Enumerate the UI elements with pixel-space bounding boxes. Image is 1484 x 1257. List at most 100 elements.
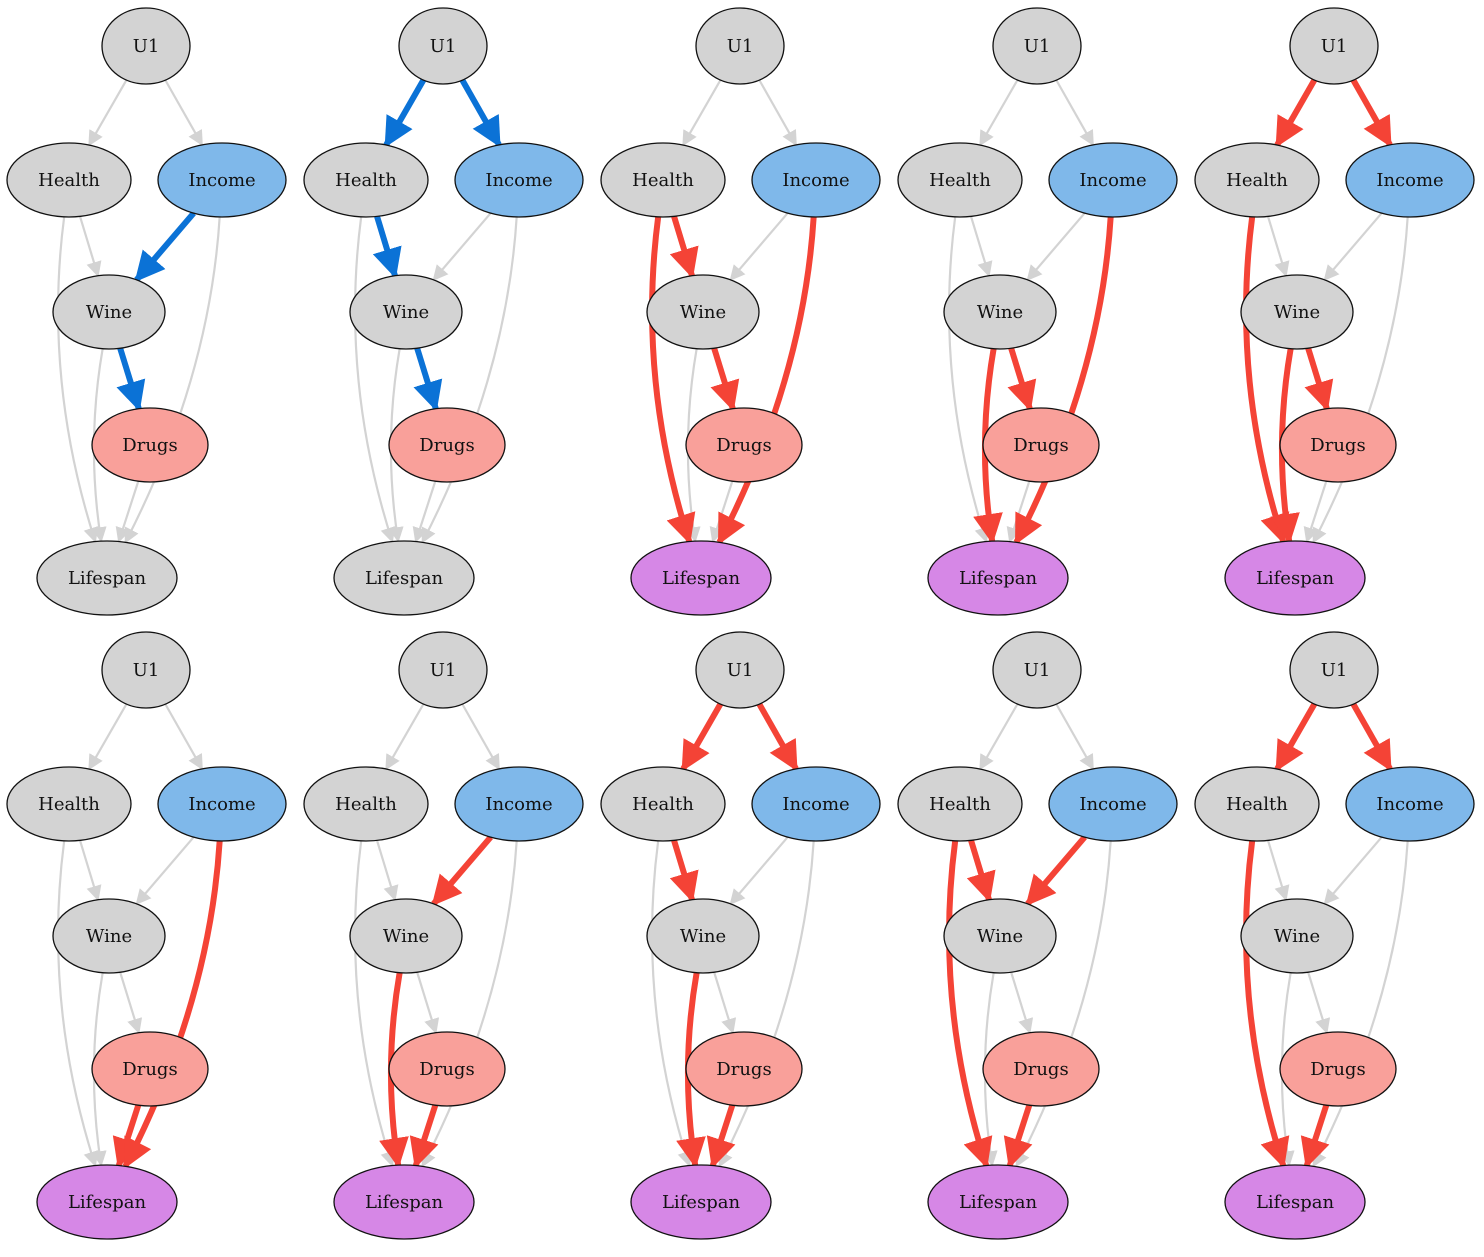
edge-drugs-to-lifespan (409, 1104, 439, 1169)
edge-income-to-wine (432, 212, 492, 281)
edge-wine-to-drugs (116, 347, 146, 412)
node-health: Health (6, 766, 132, 842)
node-shape (52, 898, 166, 974)
node-label: U1 (1321, 36, 1348, 57)
node-shape (1048, 766, 1178, 842)
node-shape (646, 898, 760, 974)
node-health: Health (897, 142, 1023, 218)
node-label: Lifespan (1256, 568, 1335, 589)
node-label: Health (335, 794, 397, 815)
node-health: Health (1194, 142, 1320, 218)
node-shape (992, 631, 1082, 709)
node-label: Income (1376, 794, 1443, 815)
edge-income-to-wine (135, 836, 195, 905)
node-label: Lifespan (365, 568, 444, 589)
edge-u1-to-health (682, 79, 722, 147)
node-lifespan: Lifespan (630, 540, 772, 616)
edge-u1-to-health (88, 703, 128, 771)
edge-health-to-wine (1266, 840, 1290, 902)
node-label: Wine (86, 926, 132, 947)
node-shape (157, 766, 287, 842)
node-label: Lifespan (1256, 1192, 1335, 1213)
node-drugs: Drugs (982, 407, 1100, 483)
edge-drugs-to-lifespan (706, 1104, 736, 1169)
node-drugs: Drugs (388, 407, 506, 483)
node-wine: Wine (646, 898, 760, 974)
edge-wine-to-drugs (119, 971, 143, 1035)
edge-health-to-wine (969, 216, 993, 278)
node-u1: U1 (695, 631, 785, 709)
edge-u1-to-income (459, 78, 502, 148)
edge-health-to-lifespan (1243, 840, 1290, 1169)
node-income: Income (751, 766, 881, 842)
node-label: Lifespan (662, 1192, 741, 1213)
edge-wine-to-drugs (1010, 971, 1034, 1035)
node-drugs: Drugs (1279, 1031, 1397, 1107)
node-shape (6, 142, 132, 218)
node-label: Drugs (716, 1059, 771, 1080)
edge-health-to-lifespan (57, 840, 99, 1167)
node-income: Income (454, 766, 584, 842)
node-label: Lifespan (68, 568, 147, 589)
edge-income-to-lifespan (1312, 216, 1409, 544)
node-label: Income (188, 794, 255, 815)
edge-drugs-to-lifespan (115, 480, 140, 543)
node-shape (398, 631, 488, 709)
node-shape (943, 898, 1057, 974)
node-shape (1194, 142, 1320, 218)
edge-u1-to-income (756, 702, 799, 772)
edge-health-to-wine (372, 215, 402, 279)
node-shape (36, 1164, 178, 1240)
edge-health-to-lifespan (946, 840, 993, 1169)
node-drugs: Drugs (982, 1031, 1100, 1107)
node-shape (454, 766, 584, 842)
node-u1: U1 (1289, 631, 1379, 709)
node-label: Income (782, 794, 849, 815)
edge-health-to-wine (78, 840, 102, 902)
node-label: Drugs (1310, 435, 1365, 456)
node-label: Health (929, 170, 991, 191)
node-shape (1279, 1031, 1397, 1107)
node-lifespan: Lifespan (333, 540, 475, 616)
edge-income-to-wine (1026, 212, 1086, 281)
node-shape (943, 274, 1057, 350)
edge-health-to-lifespan (57, 216, 99, 543)
node-shape (398, 7, 488, 85)
node-income: Income (157, 142, 287, 218)
node-shape (303, 766, 429, 842)
node-label: Wine (680, 302, 726, 323)
node-health: Health (303, 142, 429, 218)
node-u1: U1 (398, 7, 488, 85)
edge-wine-to-drugs (1304, 347, 1334, 412)
edge-income-to-lifespan (718, 840, 815, 1168)
node-lifespan: Lifespan (333, 1164, 475, 1240)
node-shape (1224, 540, 1366, 616)
edge-health-to-lifespan (948, 216, 990, 543)
node-label: U1 (133, 36, 160, 57)
node-label: Income (782, 170, 849, 191)
node-lifespan: Lifespan (927, 540, 1069, 616)
node-lifespan: Lifespan (1224, 540, 1366, 616)
edge-income-to-lifespan (1312, 840, 1409, 1168)
node-shape (982, 407, 1100, 483)
node-shape (52, 274, 166, 350)
node-label: Lifespan (959, 568, 1038, 589)
node-income: Income (751, 142, 881, 218)
node-health: Health (600, 142, 726, 218)
node-wine: Wine (1240, 274, 1354, 350)
node-label: Drugs (1310, 1059, 1365, 1080)
node-shape (1194, 766, 1320, 842)
node-shape (454, 142, 584, 218)
edge-drugs-to-lifespan (1003, 1104, 1033, 1169)
edge-drugs-to-lifespan (1006, 480, 1031, 543)
node-u1: U1 (1289, 7, 1379, 85)
edge-u1-to-health (88, 79, 128, 147)
node-shape (1279, 407, 1397, 483)
node-label: Health (1226, 170, 1288, 191)
node-shape (751, 766, 881, 842)
node-shape (1240, 274, 1354, 350)
